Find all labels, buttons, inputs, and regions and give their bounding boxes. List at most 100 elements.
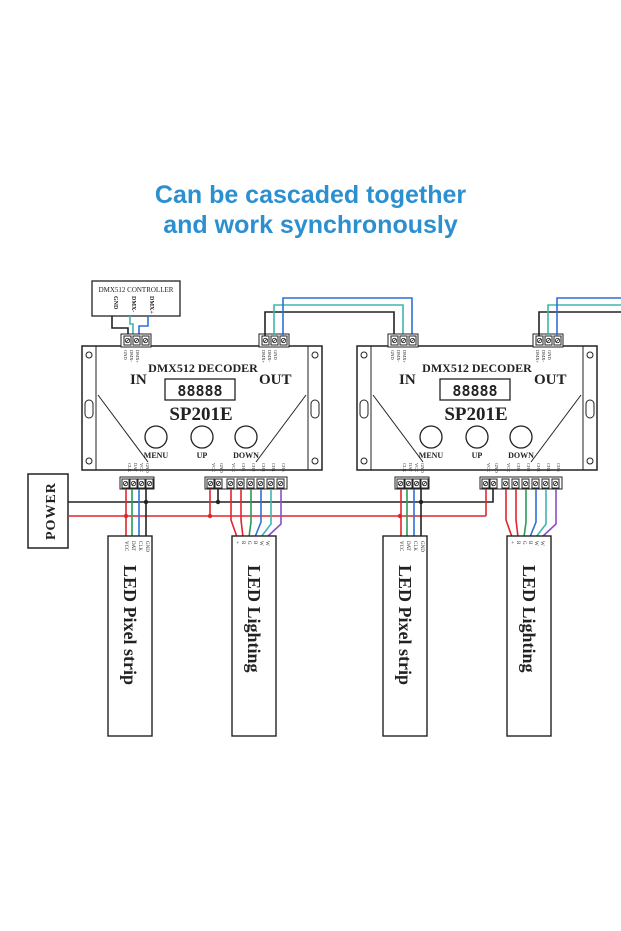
decoder2-in-pin-1: GND: [390, 350, 395, 360]
decoder2-title: DMX512 DECODER: [422, 361, 532, 375]
decoder2-menu-button[interactable]: [419, 425, 443, 449]
strip3-label: LED Pixel strip: [395, 565, 415, 685]
decoder2-pwm-pin-5: CH2: [526, 463, 531, 472]
decoder1-display: [164, 378, 236, 401]
strip4-pin-1: +: [509, 541, 514, 544]
decoder1-pwm-pin-5: CH2: [251, 463, 256, 472]
controller-pin-dmx-plus: DMX+: [148, 296, 154, 314]
decoder1-in-label: IN: [130, 372, 147, 388]
strip1-pin-4: VCC: [123, 541, 128, 552]
decoder2-pwm-pin-3: VCC: [506, 463, 511, 472]
decoder1-pwm-pin-3: VCC: [231, 463, 236, 472]
strip4-pin-3: G: [521, 541, 526, 545]
decoder1-pwm-pin-8: CH5: [281, 463, 286, 472]
decoder-2: IN OUT DMX512 DECODER 88888 SP201E MENU …: [356, 333, 598, 490]
strip2-pin-3: G: [246, 541, 251, 545]
decoder1-out-label: OUT: [259, 372, 292, 388]
strip3-pin-4: VCC: [398, 541, 403, 552]
decoder2-down-button[interactable]: [509, 425, 533, 449]
controller-title: DMX512 CONTROLLER: [99, 286, 174, 294]
strip2-pin-1: +: [234, 541, 239, 544]
controller-to-decoder1-wires: [111, 316, 149, 336]
led-lighting-strip-2: + R G B W W LED Lighting: [506, 535, 552, 737]
decoder2-in-label: IN: [399, 372, 416, 388]
led-pixel-strip-1: GND CLK DAT VCC LED Pixel strip: [107, 535, 153, 737]
decoder2-spi-pin-2: DAT: [408, 463, 413, 472]
decoder1-pwm-pin-4: CH1: [241, 463, 246, 472]
strip1-label: LED Pixel strip: [120, 565, 140, 685]
decoder2-up-label: UP: [472, 451, 483, 460]
decoder1-spi-pin-4: GND: [145, 463, 150, 473]
decoder2-display: [439, 378, 511, 401]
decoder1-down-button[interactable]: [234, 425, 258, 449]
decoder2-pwm-pin-4: CH1: [516, 463, 521, 472]
decoder2-out-pin-2: DMX-: [541, 350, 546, 363]
decoder2-spi-pin-4: GND: [420, 463, 425, 473]
decoder1-spi-pin-2: DAT: [133, 463, 138, 472]
strip3-pin-2: CLK: [412, 541, 417, 551]
strip4-label: LED Lighting: [519, 565, 539, 673]
led-pixel-strip-2: GND CLK DAT VCC LED Pixel strip: [382, 535, 428, 737]
decoder1-to-decoder2-wires: [264, 297, 413, 336]
decoder1-up-label: UP: [197, 451, 208, 460]
decoder1-menu-label: MENU: [144, 451, 169, 460]
decoder-1: IN OUT DMX512 DECODER 88888 SP201E MENU …: [81, 333, 323, 490]
strip1-pin-3: DAT: [130, 541, 135, 551]
controller-pin-gnd: GND: [112, 296, 118, 310]
decoder2-pwm-pin-7: CH4: [546, 463, 551, 472]
decoder1-menu-button[interactable]: [144, 425, 168, 449]
led-lighting-strip-1: + R G B W W LED Lighting: [231, 535, 277, 737]
decoder2-pwm-pin-8: CH5: [556, 463, 561, 472]
decoder1-in-pin-1: GND: [123, 350, 128, 360]
strip2-pin-2: R: [240, 541, 245, 545]
decoder2-model: SP201E: [444, 404, 507, 425]
decoder2-pwm-pin-6: CH3: [536, 463, 541, 472]
decoder2-to-pixel-strip-wires: [400, 489, 422, 537]
decoder2-out-label: OUT: [534, 372, 567, 388]
decoder1-pwm-pin-2: GND: [219, 463, 224, 473]
decoder2-down-label: DOWN: [508, 451, 534, 460]
headline-line-1: Can be cascaded together: [154, 181, 467, 209]
power-label: POWER: [44, 482, 59, 540]
decoder1-out-pin-1: DMX+: [261, 350, 266, 364]
decoder1-down-label: DOWN: [233, 451, 259, 460]
decoder2-spi-pin-1: CLK: [402, 463, 407, 473]
decoder1-spi-pin-1: CLK: [127, 463, 132, 473]
strip1-pin-1: GND: [144, 541, 149, 552]
decoder1-in-pin-2: DMX-: [129, 350, 134, 363]
strip2-label: LED Lighting: [244, 565, 264, 673]
dmx-controller: DMX512 CONTROLLER GND DMX- DMX+: [91, 280, 181, 317]
decoder1-display-digits: 88888: [177, 382, 222, 400]
decoder1-pwm-pin-1: VCC: [211, 463, 216, 472]
decoder2-pwm-pin-1: VCC: [486, 463, 491, 472]
headline-line-2: and work synchronously: [163, 211, 458, 239]
strip2-pin-4: B: [252, 541, 257, 545]
strip2-pin-5: W: [258, 541, 263, 546]
strip4-pin-5: W: [533, 541, 538, 546]
strip1-pin-2: CLK: [137, 541, 142, 551]
decoder2-spi-pin-3: VCC: [414, 463, 419, 472]
decoder1-spi-pin-3: VCC: [139, 463, 144, 472]
decoder1-out-pin-3: GND: [273, 350, 278, 360]
decoder2-to-lighting-wires: [505, 489, 557, 538]
decoder1-in-pin-3: DMX+: [135, 350, 140, 364]
decoder1-pwm-pin-6: CH3: [261, 463, 266, 472]
decoder2-pwm-pin-2: GND: [494, 463, 499, 473]
strip3-pin-1: GND: [419, 541, 424, 552]
decoder1-pwm-pin-7: CH4: [271, 463, 276, 472]
strip4-pin-6: W: [539, 541, 544, 546]
strip2-pin-6: W: [264, 541, 269, 546]
strip4-pin-2: R: [515, 541, 520, 545]
decoder2-in-pin-2: DMX-: [396, 350, 401, 363]
strip3-pin-3: DAT: [405, 541, 410, 551]
decoder1-model: SP201E: [169, 404, 232, 425]
decoder1-to-pixel-strip-wires: [125, 489, 147, 537]
strip4-pin-4: B: [527, 541, 532, 545]
power-supply: POWER: [27, 473, 69, 549]
decoder2-out-pin-1: DMX+: [535, 350, 540, 364]
decoder1-up-button[interactable]: [190, 425, 214, 449]
decoder2-out-wires: [538, 297, 621, 336]
decoder1-out-pin-2: DMX-: [267, 350, 272, 363]
decoder2-up-button[interactable]: [465, 425, 489, 449]
